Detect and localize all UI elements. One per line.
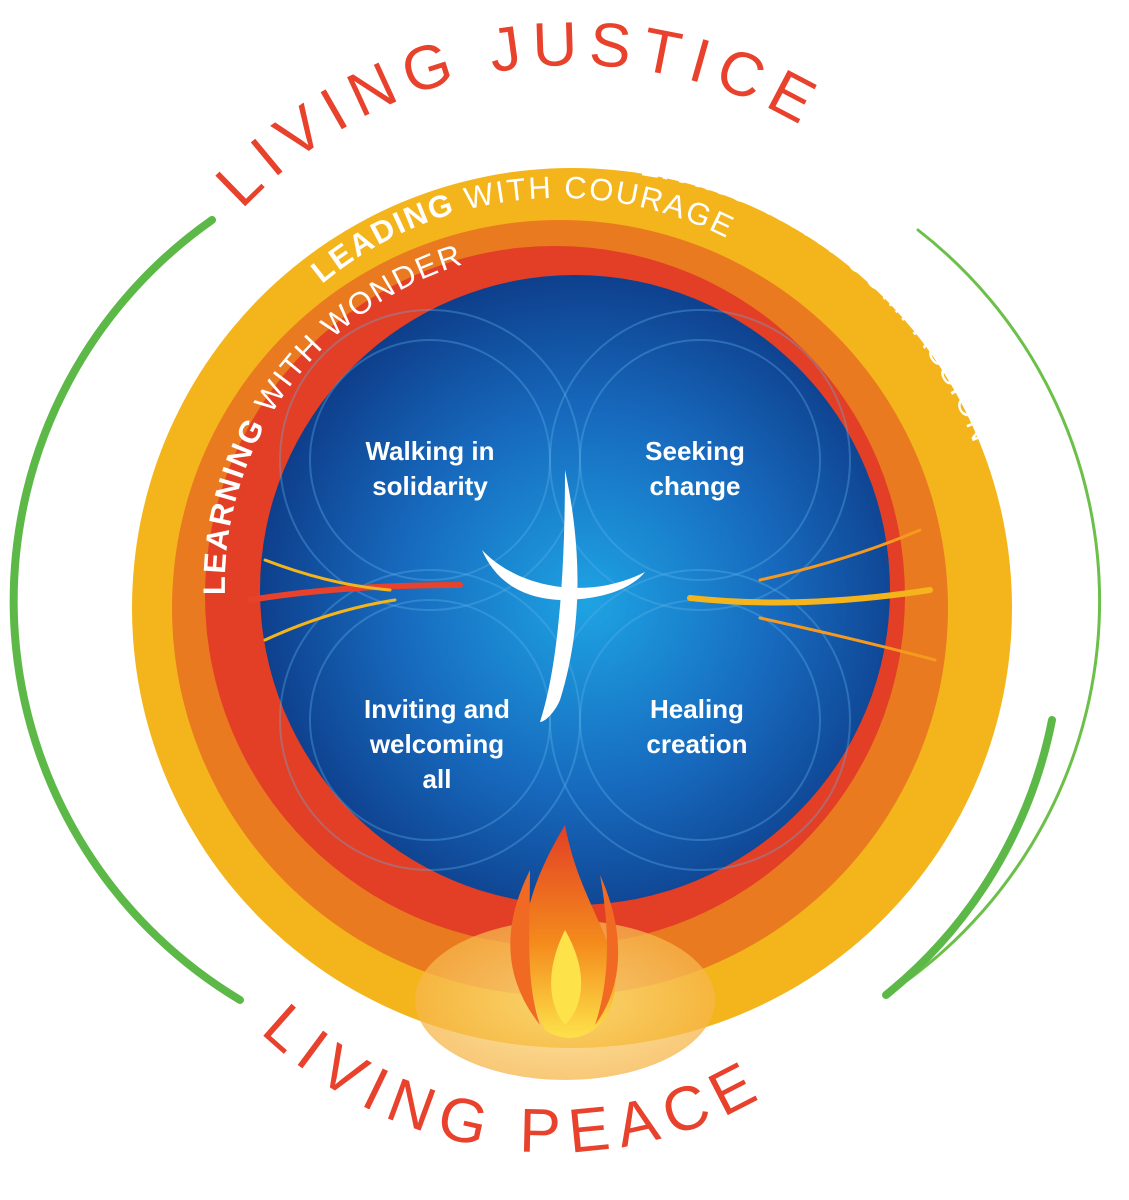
quadrant-bottom-right-line1: Healing (650, 694, 744, 724)
right-wisps (687, 528, 937, 662)
quadrant-bottom-left-line1: Inviting and (364, 694, 510, 724)
quadrant-bottom-left-line3: all (423, 764, 452, 794)
green-arc-left (9, 216, 244, 1004)
cross-icon (482, 470, 645, 722)
quadrant-top-left-line1: Walking in (365, 436, 494, 466)
swirl-lines (279, 309, 851, 871)
quadrant-top-right-line2: change (649, 471, 740, 501)
green-arc-right (884, 228, 1102, 997)
green-arc-right-thick (882, 716, 1056, 999)
flame-icon (510, 825, 619, 1038)
quadrant-bottom-right-line2: creation (646, 729, 747, 759)
quadrant-bottom-left-line2: welcoming (369, 729, 504, 759)
quadrant-top-right-line1: Seeking (645, 436, 745, 466)
left-wisps (247, 558, 463, 642)
quadrant-top-left-line2: solidarity (372, 471, 488, 501)
